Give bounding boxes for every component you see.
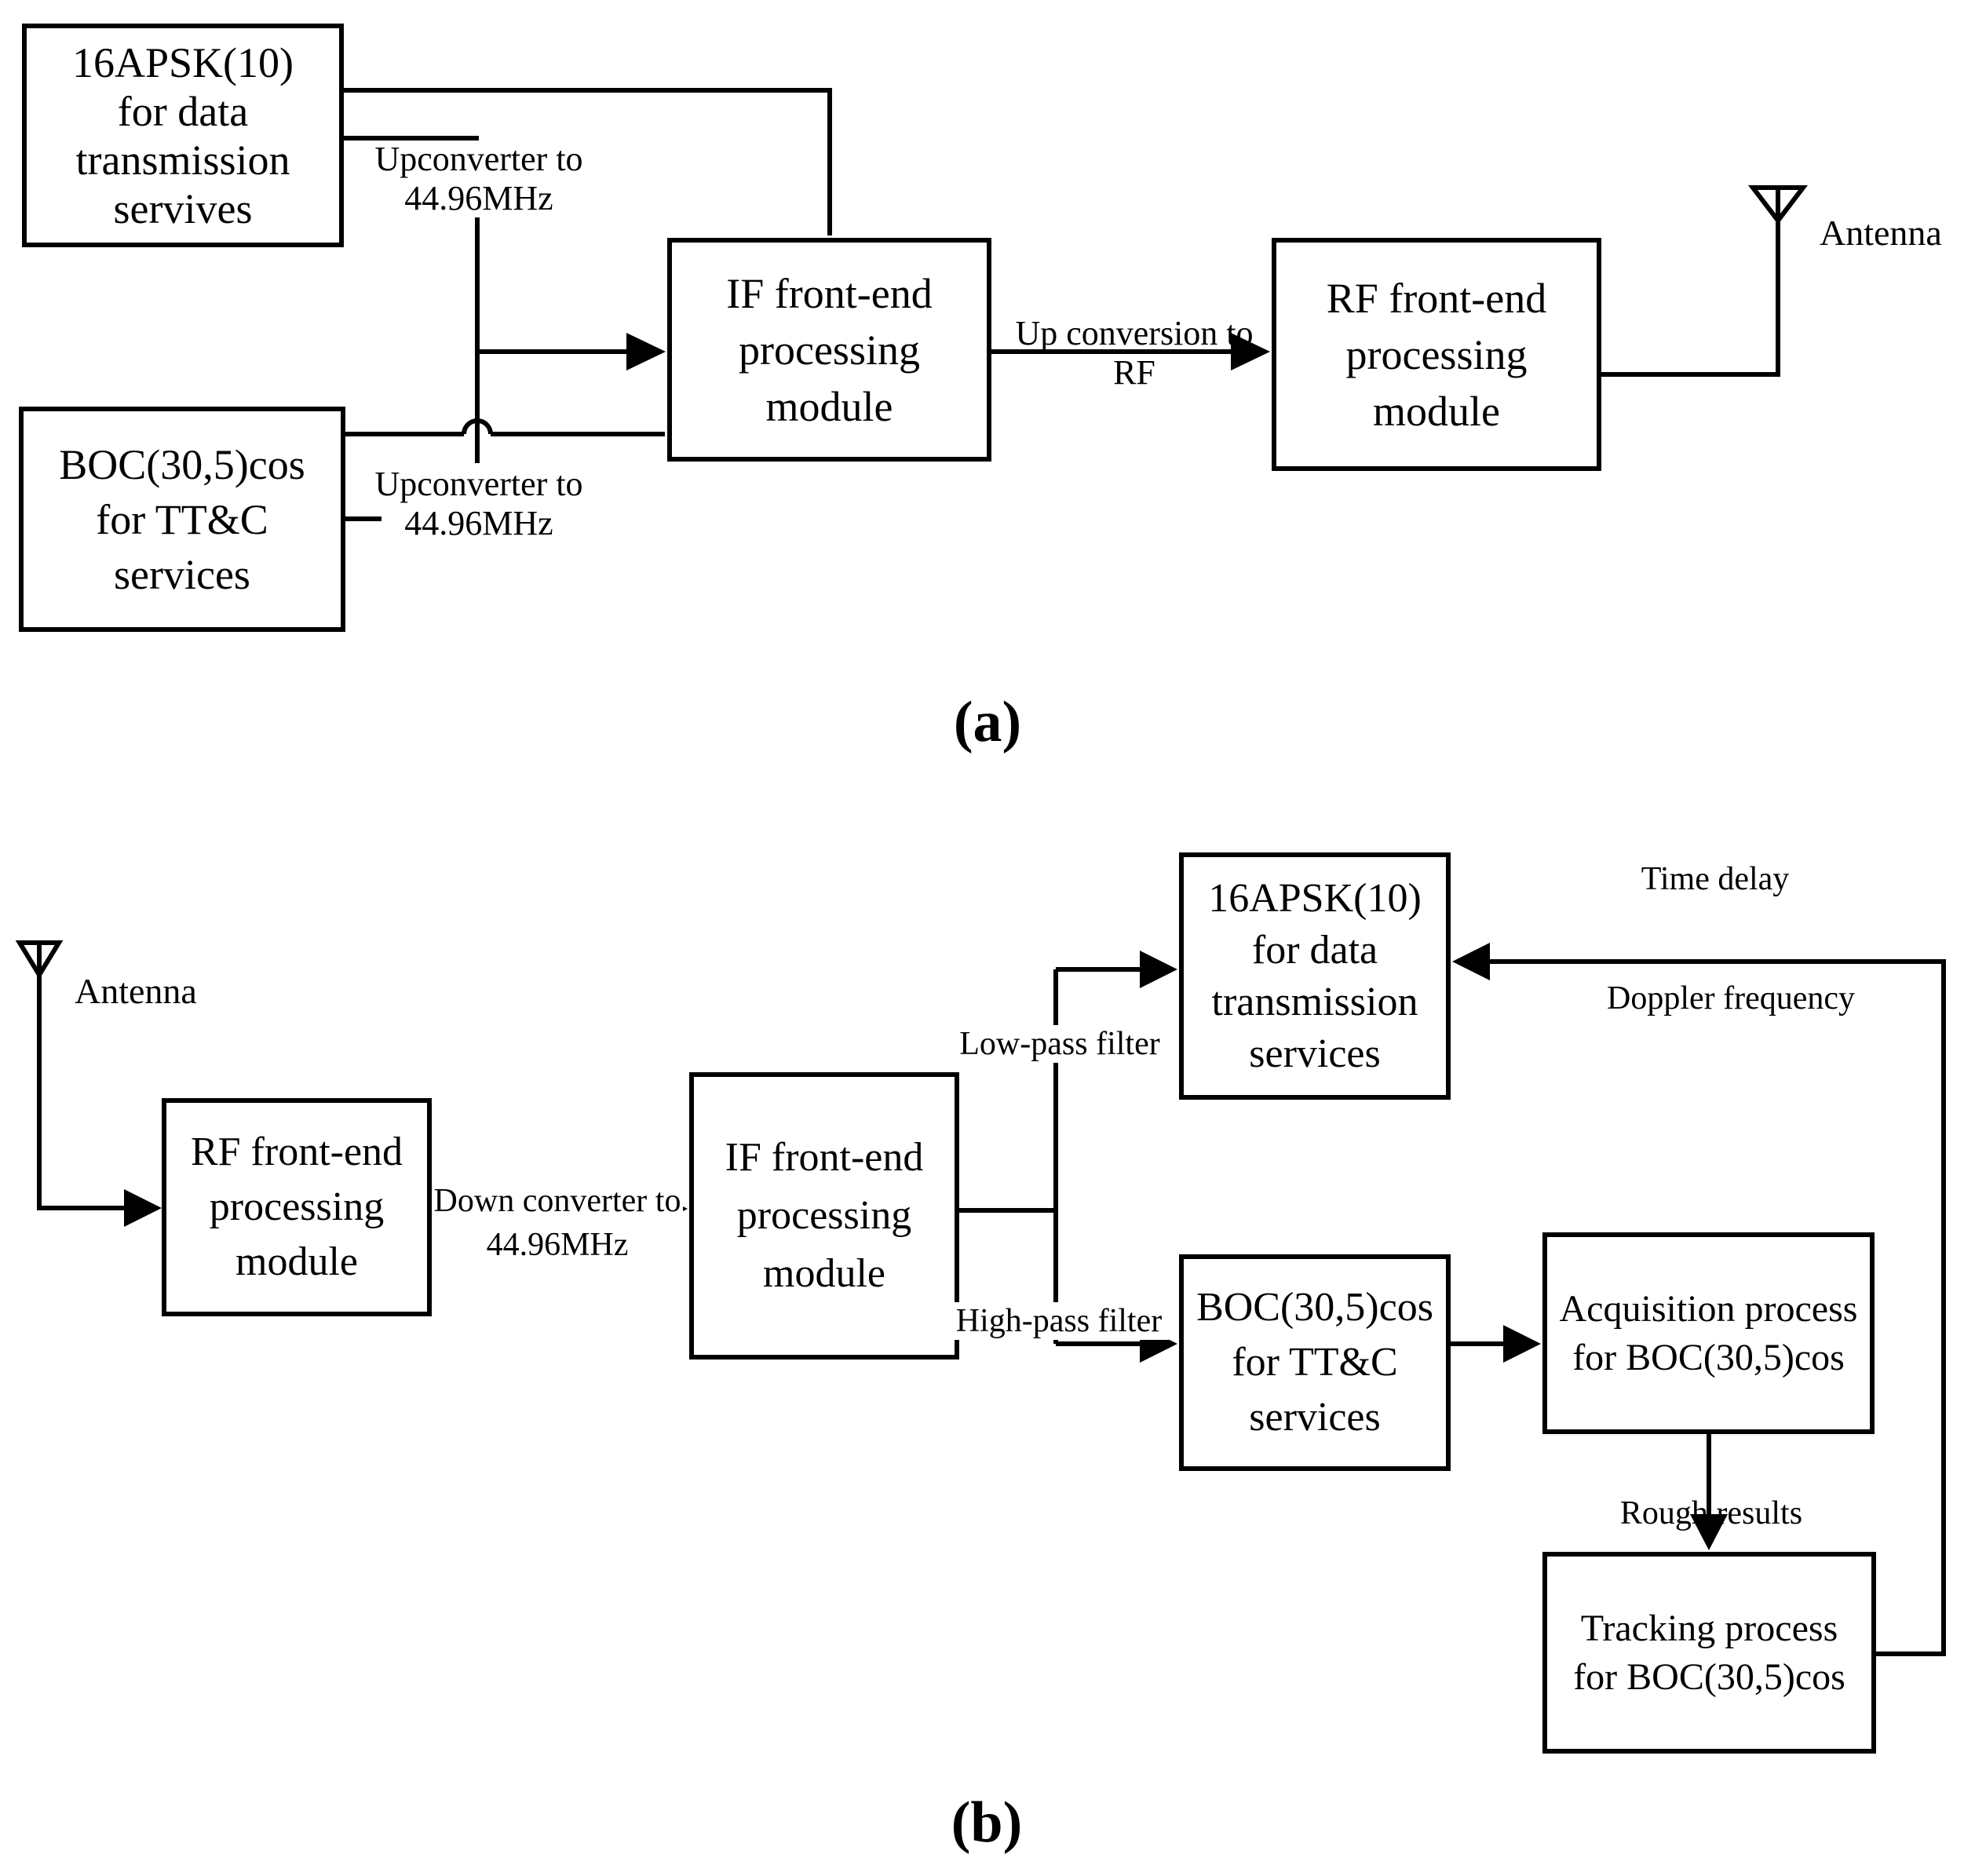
box-text-line: IF front-end [726, 269, 933, 317]
label-line: Antenna [1820, 213, 1942, 253]
antenna-label-b: Antenna [75, 972, 279, 1011]
down-converter-label: Down converter to 44.96MHz [432, 1179, 683, 1267]
acquisition-box: Acquisition process for BOC(30,5)cos [1542, 1232, 1875, 1434]
doppler-frequency-label: Doppler frequency [1601, 980, 1860, 1017]
box-text-line: for data [1251, 927, 1378, 973]
box-text-line: processing [1345, 330, 1528, 378]
rf-front-end-box-b: RF front-end processing module [162, 1098, 432, 1316]
box-text-line: services [114, 550, 250, 598]
box-text-line: for TT&C [96, 495, 268, 543]
arrowhead [1452, 943, 1490, 980]
box-text-line: BOC(30,5)cos [1196, 1285, 1433, 1330]
box-text-line: for BOC(30,5)cos [1572, 1336, 1845, 1378]
label-line: 44.96MHz [404, 179, 553, 217]
upconverter-label-2: Upconverter to 44.96MHz [357, 465, 601, 543]
tracking-feedback-line [1490, 959, 1946, 1656]
boc-ttc-box-a: BOC(30,5)cos for TT&C services [19, 407, 345, 632]
caption-b: (b) [951, 1790, 1023, 1855]
box-text-line: processing [736, 1193, 912, 1238]
label-line: 44.96MHz [486, 1227, 629, 1263]
arrowhead [124, 1189, 162, 1227]
box-text-line: module [1373, 387, 1500, 435]
box-text-line: Acquisition process [1559, 1287, 1858, 1330]
label-line: Low-pass filter [959, 1026, 1160, 1062]
box-text-line: for TT&C [1232, 1340, 1398, 1385]
box-text-line: services [1249, 1031, 1381, 1076]
antenna-label-a: Antenna [1820, 214, 1975, 253]
rough-results-label: Rough results [1594, 1495, 1829, 1532]
box-text-line: Tracking process [1580, 1607, 1838, 1649]
label-line: High-pass filter [955, 1303, 1163, 1339]
caption-a: (a) [953, 690, 1022, 754]
arrowhead [1503, 1325, 1541, 1363]
apsk-data-box-a: 16APSK(10) for data transmission servive… [22, 24, 344, 247]
high-pass-filter-label: High-pass filter [949, 1302, 1169, 1340]
label-line: Upconverter to [374, 465, 583, 503]
label-line: Rough results [1619, 1495, 1803, 1531]
box-text-line: services [1249, 1395, 1381, 1440]
rf-front-end-box-a: RF front-end processing module [1272, 238, 1601, 471]
label-line: Upconverter to [374, 140, 583, 178]
tracking-box: Tracking process for BOC(30,5)cos [1542, 1552, 1876, 1754]
box-text-line: BOC(30,5)cos [59, 440, 305, 488]
box-text-line: module [235, 1239, 358, 1284]
time-delay-label: Time delay [1617, 860, 1813, 898]
arrowhead [626, 333, 666, 370]
label-line: 44.96MHz [404, 504, 553, 542]
box-text-line: for BOC(30,5)cos [1573, 1655, 1845, 1698]
box-text-line: IF front-end [725, 1135, 924, 1180]
box-text-line: processing [739, 326, 920, 374]
box-text-line: servives [113, 184, 253, 232]
box-text-line: module [765, 382, 893, 430]
label-line: RF [1113, 353, 1155, 392]
box-text-line: 16APSK(10) [71, 38, 294, 86]
box-text-line: 16APSK(10) [1208, 875, 1422, 921]
label-line: Antenna [75, 971, 197, 1011]
up-conversion-label: Up conversion to RF [997, 314, 1272, 392]
low-pass-filter-label: Low-pass filter [950, 1025, 1170, 1063]
arrowhead [1690, 1514, 1728, 1550]
box-text-line: transmission [1211, 979, 1418, 1024]
label-line: Doppler frequency [1606, 980, 1856, 1016]
if-front-end-box-a: IF front-end processing module [667, 238, 991, 462]
box-text-line: processing [209, 1184, 385, 1229]
upconverter-label-1: Upconverter to 44.96MHz [357, 140, 601, 218]
boc-ttc-box-b: BOC(30,5)cos for TT&C services [1179, 1254, 1451, 1471]
box-text-line: RF front-end [190, 1130, 403, 1174]
apsk-to-if-top-line [344, 88, 832, 235]
antenna-to-rf-line [37, 941, 124, 1210]
label-line: Down converter to [433, 1183, 681, 1219]
antenna-icon [1747, 185, 1809, 224]
apsk-data-box-b: 16APSK(10) for data transmission service… [1179, 852, 1451, 1100]
arrowhead [1231, 333, 1270, 370]
if-front-end-box-b: IF front-end processing module [689, 1072, 959, 1360]
label-line: Up conversion to [1015, 314, 1254, 352]
box-text-line: module [763, 1251, 885, 1296]
line-hop-arc [462, 418, 493, 435]
box-text-line: for data [117, 87, 249, 135]
rf-to-antenna-line [1601, 185, 1780, 377]
arrowhead [1140, 951, 1177, 988]
box-text-line: RF front-end [1326, 274, 1547, 322]
label-line: Time delay [1641, 861, 1790, 897]
box-text-line: transmission [75, 136, 290, 184]
